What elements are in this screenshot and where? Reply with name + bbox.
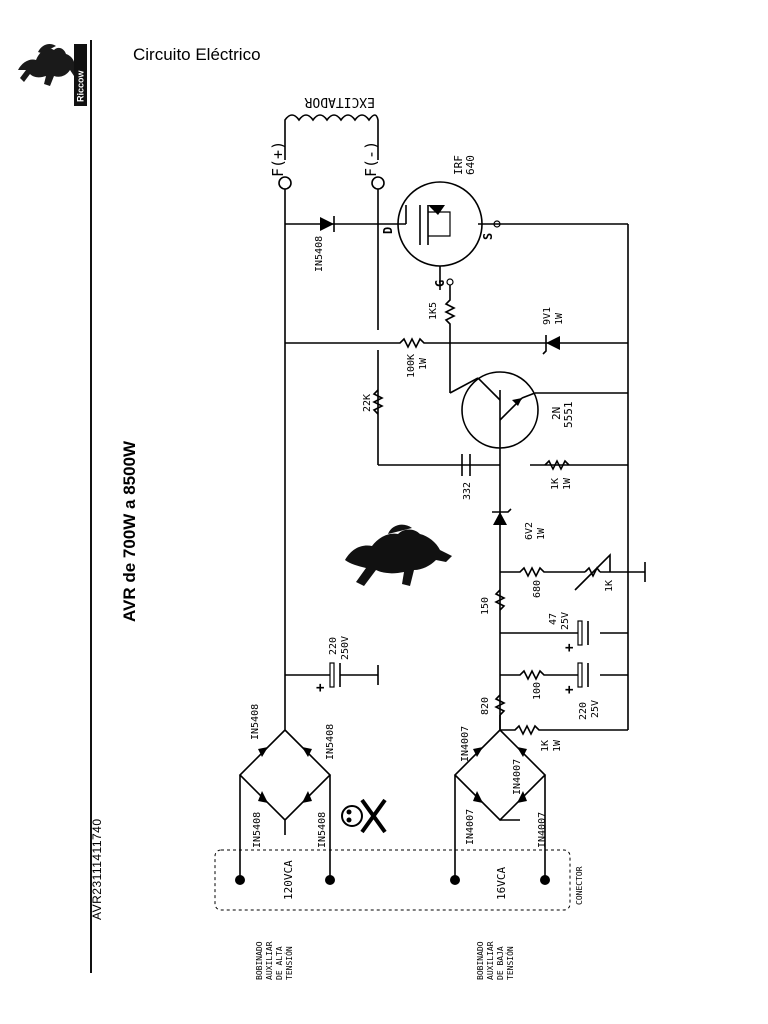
- resistor-680-label: 680: [532, 580, 543, 598]
- zener-9v1: [450, 335, 560, 355]
- connector-low-voltage: 16VCA: [495, 867, 508, 900]
- logo-text: Riccow: [76, 69, 86, 102]
- capacitor-332-label: 332: [462, 482, 473, 500]
- capacitor-47-value: 47: [548, 613, 559, 625]
- winding-high-1: BOBINADO: [255, 941, 264, 980]
- zener-9v1-power: 1W: [554, 312, 565, 325]
- resistor-1k-power: 1W: [562, 477, 573, 490]
- capacitor-47: [577, 620, 589, 646]
- winding-high-3: DE ALTA: [275, 946, 284, 980]
- winding-low-2: AUXILIAR: [486, 941, 495, 980]
- connector-high-voltage: 120VCA: [282, 860, 295, 900]
- capacitor-332: [461, 454, 471, 476]
- zener-6v2-power: 1W: [536, 527, 547, 540]
- potentiometer-1k: [584, 566, 601, 578]
- exciter-label: EXCITADOR: [304, 94, 375, 109]
- connector-pin-4: [540, 875, 550, 885]
- zener-6v2-label: 6V2: [524, 522, 535, 540]
- winding-high-4: TENSIÓN: [283, 946, 294, 980]
- page-title: Circuito Eléctrico: [133, 45, 261, 64]
- margin-rule: [90, 40, 92, 973]
- diode-flyback-label: IN5408: [314, 236, 325, 272]
- mosfet-pin-g: G: [433, 280, 447, 287]
- horse-icon: [345, 524, 452, 586]
- resistor-1k5-label: 1K5: [428, 302, 439, 320]
- bridge-low-d3: IN4007: [465, 809, 476, 845]
- bridge-high-d1: IN5408: [250, 704, 261, 740]
- bridge-low-d2: IN4007: [512, 759, 523, 795]
- terminal-fminus-label: F(-): [362, 141, 380, 177]
- capacitor-220-25v-value: 220: [578, 702, 589, 720]
- connector-pin-3: [450, 875, 460, 885]
- resistor-100k: [378, 337, 450, 349]
- mosfet-irf640: [397, 181, 495, 290]
- capacitor-47-voltage: 25V: [560, 612, 571, 630]
- capacitor-220-250v-voltage: 250V: [340, 636, 351, 660]
- potentiometer-1k-label: 1K: [604, 580, 615, 592]
- resistor-1k-1w: [544, 459, 570, 471]
- resistor-1k-low: [500, 724, 560, 736]
- mosfet-pin-s: S: [481, 233, 495, 240]
- zener-9v1-label: 9V1: [542, 307, 553, 325]
- connector-label: CONECTOR: [575, 866, 584, 905]
- skull-crossbones-icon: [341, 798, 387, 834]
- resistor-100-label: 100: [532, 682, 543, 700]
- transistor-label-2: 5551: [562, 402, 575, 429]
- capacitor-220-250v: [329, 662, 341, 688]
- winding-low-4: TENSIÓN: [504, 946, 515, 980]
- connector-pin-1: [235, 875, 245, 885]
- resistor-820-label: 820: [480, 697, 491, 715]
- bridge-rectifier-high: [238, 700, 332, 880]
- mosfet-pin-d: D: [381, 227, 395, 234]
- bridge-rectifier-low: [453, 715, 547, 880]
- transistor-label-1: 2N: [550, 407, 563, 420]
- source-pin: [493, 220, 501, 228]
- winding-high-2: AUXILIAR: [265, 941, 274, 980]
- transistor-2n5551: [449, 371, 539, 465]
- resistor-1k-low-power: 1W: [552, 739, 563, 752]
- zener-6v2: [492, 508, 512, 525]
- resistor-22k-label: 22K: [362, 394, 373, 412]
- ground-1: [628, 562, 646, 582]
- capacitor-47-plus: +: [565, 640, 573, 656]
- ground-2: [340, 665, 379, 685]
- resistor-1k5: [444, 285, 456, 393]
- bridge-high-d4: IN5408: [317, 812, 328, 848]
- capacitor-220-25v-plus: +: [565, 682, 573, 698]
- resistor-1k-label: 1K: [550, 478, 561, 490]
- capacitor-220-25v-voltage: 25V: [590, 700, 601, 718]
- exciter-coil: EXCITADOR: [284, 94, 379, 160]
- terminal-fminus: [371, 176, 385, 190]
- winding-low-1: BOBINADO: [476, 941, 485, 980]
- connector-pin-2: [325, 875, 335, 885]
- gate-pin: [446, 278, 454, 286]
- capacitor-220-250v-value: 220: [328, 637, 339, 655]
- bridge-high-d3: IN5408: [252, 812, 263, 848]
- resistor-150: [494, 589, 506, 611]
- terminal-fplus: [278, 176, 292, 190]
- resistor-100k-label: 100K: [406, 354, 417, 378]
- resistor-100: [500, 669, 578, 681]
- resistor-820: [494, 694, 506, 716]
- winding-low-3: DE BAJA: [496, 946, 505, 980]
- bridge-low-d4: IN4007: [537, 812, 548, 848]
- diode-flyback: [320, 216, 335, 232]
- mosfet-label-1: IRF: [452, 155, 465, 175]
- capacitor-220-25v: [577, 662, 589, 688]
- bridge-low-d1: IN4007: [460, 726, 471, 762]
- mosfet-label-2: 640: [464, 155, 477, 175]
- resistor-680: [500, 566, 585, 578]
- resistor-100k-power: 1W: [418, 357, 429, 370]
- resistor-22k: [372, 389, 384, 415]
- bridge-high-d2: IN5408: [325, 724, 336, 760]
- terminal-fplus-label: F(+): [269, 141, 287, 177]
- resistor-1k-low-label: 1K: [540, 740, 551, 752]
- capacitor-220-250v-plus: +: [316, 680, 324, 696]
- riccow-logo: Riccow: [18, 44, 87, 106]
- connector-box: [214, 849, 571, 911]
- resistor-150-label: 150: [480, 597, 491, 615]
